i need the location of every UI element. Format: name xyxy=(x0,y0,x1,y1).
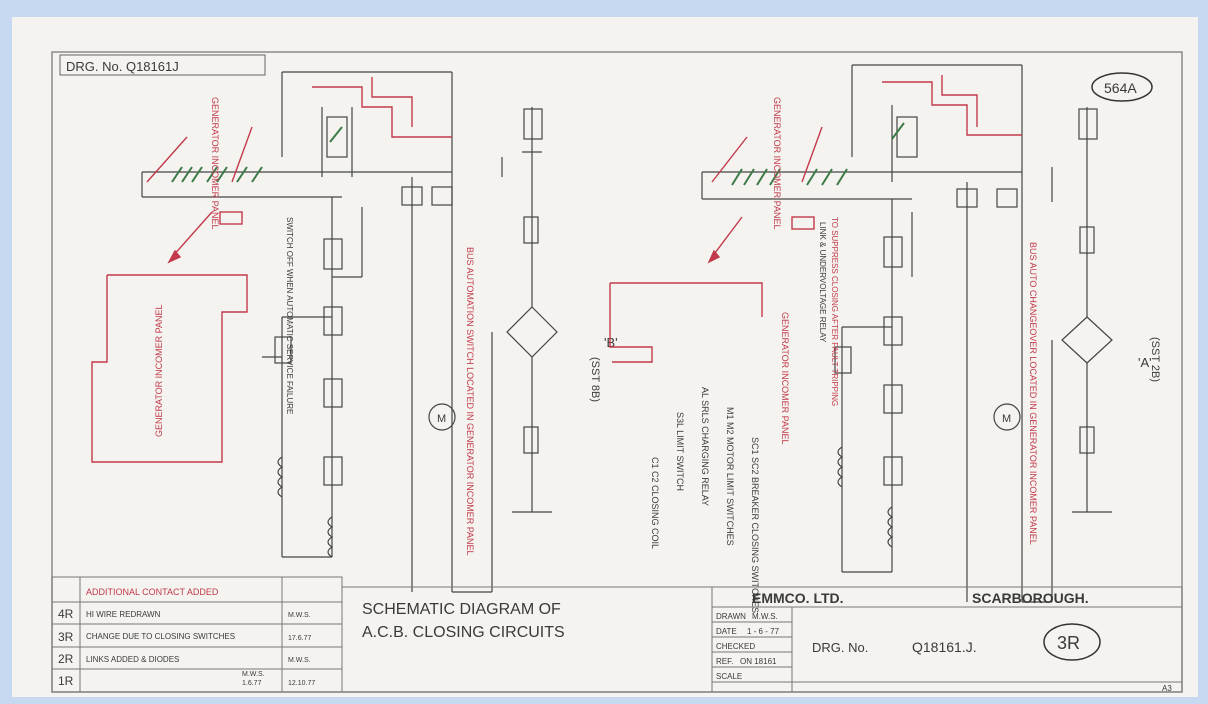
circled-mark: 3R xyxy=(1057,633,1080,653)
rev-id: 1R xyxy=(58,674,74,688)
stamp-text: 564A xyxy=(1104,80,1137,96)
note-1: SC1 SC2 BREAKER CLOSING SWITCHES xyxy=(750,437,760,613)
company-location: SCARBOROUGH. xyxy=(972,590,1089,606)
mark-a: 'A' xyxy=(1138,355,1152,370)
right-gen-panel-label: GENERATOR INCOMER PANEL xyxy=(772,97,782,230)
date-label: DATE xyxy=(716,627,737,636)
drawing-title-line2: A.C.B. CLOSING CIRCUITS xyxy=(362,624,565,641)
stamp-ellipse xyxy=(1091,72,1153,102)
left-gen-panel-label: GENERATOR INCOMER PANEL xyxy=(210,97,220,230)
left-auto-switch-label: BUS AUTOMATION SWITCH LOCATED IN GENERAT… xyxy=(465,247,475,556)
right-gen-panel-label-2: GENERATOR INCOMER PANEL xyxy=(780,312,790,445)
ref-value: ON 18161 xyxy=(740,657,777,666)
note-3: AL SRLS CHARGING RELAY xyxy=(700,387,710,506)
right-green-hatch xyxy=(731,122,905,186)
rev-desc: CHANGE DUE TO CLOSING SWITCHES xyxy=(86,632,235,641)
drg-no-label: DRG. No. xyxy=(812,640,868,655)
svg-text:M: M xyxy=(437,413,446,425)
rev-date: 1.6.77 xyxy=(242,680,262,687)
right-relay-note: LINK & UNDERVOLTAGE RELAY xyxy=(818,222,827,343)
circled-mark-ellipse xyxy=(1043,623,1101,661)
rev-id: 3R xyxy=(58,630,74,644)
rev-by: M.W.S. xyxy=(242,671,265,678)
ref-left: (SST 8B) xyxy=(589,357,601,402)
rev-desc: HI WIRE REDRAWN xyxy=(86,610,161,619)
rev-by: M.W.S. xyxy=(288,657,311,664)
title-block-lines xyxy=(51,576,1183,693)
left-red-wiring xyxy=(91,77,452,463)
checked-label: CHECKED xyxy=(716,642,755,651)
left-switch-note: SWITCH OFF WHEN AUTOMATIC SERVICE FAILUR… xyxy=(285,217,294,414)
rev-by: M.W.S. xyxy=(288,612,311,619)
rev-desc: LINKS ADDED & DIODES xyxy=(86,655,179,664)
scanned-drawing-sheet: DRG. No. Q18161J xyxy=(12,17,1198,697)
ref-right: (SST 2B) xyxy=(1149,337,1161,382)
right-auto-switch-label: BUS AUTO CHANGEOVER LOCATED IN GENERATOR… xyxy=(1028,242,1038,545)
mark-b: 'B' xyxy=(604,335,618,350)
rev-desc: ADDITIONAL CONTACT ADDED xyxy=(86,587,219,597)
schematic-drawing: DRG. No. Q18161J xyxy=(51,51,1183,693)
scale-label: SCALE xyxy=(716,672,742,681)
rev-id: 4R xyxy=(58,607,74,621)
drg-label-box xyxy=(59,54,266,76)
ref-label: REF. xyxy=(716,657,733,666)
company-name: EMMCO. LTD. xyxy=(752,590,844,606)
drawn-label: DRAWN xyxy=(716,612,746,621)
left-gen-panel-label-2: GENERATOR INCOMER PANEL xyxy=(154,304,164,437)
sheet-size: A3 xyxy=(1162,684,1172,693)
note-4: S3L LIMIT SWITCH xyxy=(675,412,685,491)
notes-column: SC1 SC2 BREAKER CLOSING SWITCHES M1 M2 M… xyxy=(650,387,760,613)
left-green-hatch xyxy=(171,126,343,183)
date-value: 1 - 6 - 77 xyxy=(747,627,780,636)
revision-table: 4R ADDITIONAL CONTACT ADDED 3R HI WIRE R… xyxy=(58,587,315,688)
note-2: M1 M2 MOTOR LIMIT SWITCHES xyxy=(725,407,735,546)
drg-no-value: Q18161.J. xyxy=(912,639,977,655)
drawn-value: M.W.S. xyxy=(752,612,778,621)
svg-text:M: M xyxy=(1002,413,1011,425)
drawing-title-line1: SCHEMATIC DIAGRAM OF xyxy=(362,601,561,618)
note-5: C1 C2 CLOSING COIL xyxy=(650,457,660,549)
drg-label: DRG. No. Q18161J xyxy=(66,59,179,74)
right-circuit: M xyxy=(701,64,1113,603)
rev-date: 12.10.77 xyxy=(288,680,315,687)
rev-id: 2R xyxy=(58,652,74,666)
right-red-wiring xyxy=(609,75,1022,363)
rev-date: 17.6.77 xyxy=(288,635,311,642)
right-closing-note: TO SUPPRESS CLOSING AFTER FAULT TRIPPING xyxy=(830,217,839,406)
left-circuit: M xyxy=(141,71,558,593)
